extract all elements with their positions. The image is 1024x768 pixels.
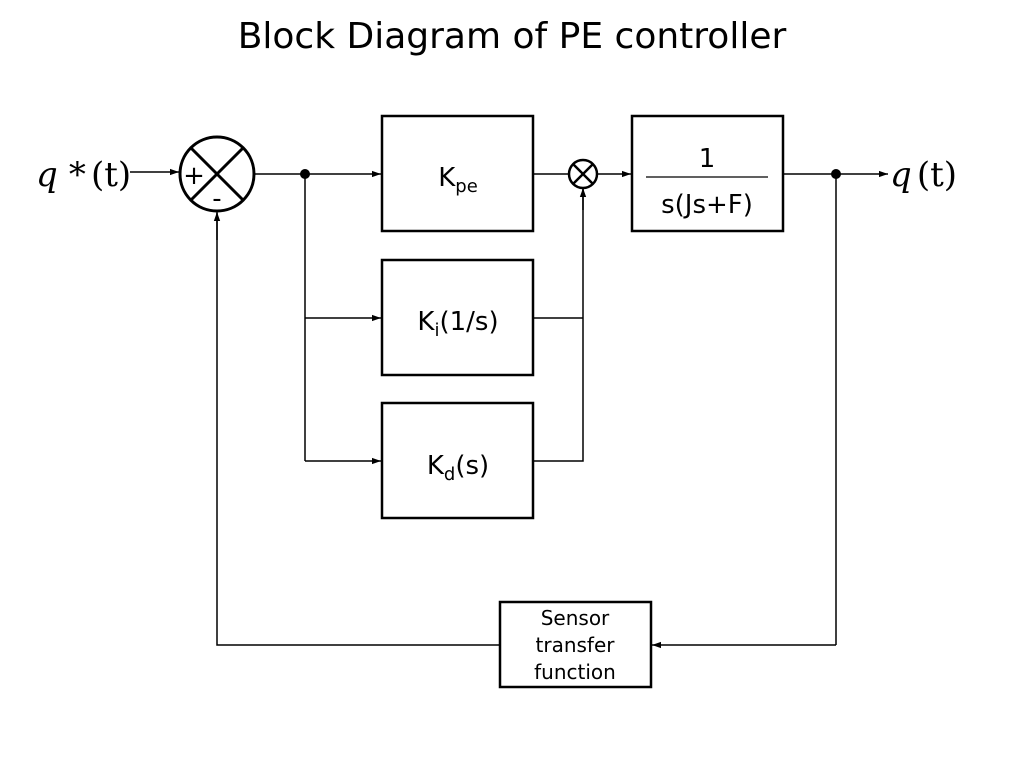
input-signal-argument: (t) (91, 155, 131, 195)
ki-block: Ki(1/s) (380, 258, 535, 377)
pid-summing-node (567, 158, 599, 190)
kpe-block: Kpe (380, 114, 535, 233)
summing-plus-sign: + (183, 161, 205, 191)
branch-dot-output (831, 169, 841, 179)
sensor-block: Sensor transfer function (498, 600, 653, 689)
signal-wires (130, 168, 888, 649)
wire-kd-out (533, 189, 584, 462)
summing-minus-sign: - (212, 184, 221, 214)
sensor-label-line-2: transfer (536, 633, 616, 657)
branch-dot-error (300, 169, 310, 179)
kpe-label: Kpe (438, 163, 478, 197)
page-title: Block Diagram of PE controller (238, 16, 787, 57)
ki-label: Ki(1/s) (417, 307, 498, 341)
wire-sensor-out (216, 213, 500, 646)
plant-block: 1 s(Js+F) (630, 114, 785, 233)
output-signal-symbol: q (890, 155, 912, 195)
kd-block: Kd(s) (380, 401, 535, 520)
plant-numerator: 1 (699, 144, 716, 174)
sensor-label-line-1: Sensor (541, 606, 610, 630)
kd-label: Kd(s) (427, 451, 489, 485)
sensor-label-line-3: function (534, 660, 616, 684)
input-signal-symbol: q (36, 155, 58, 195)
plant-denominator: s(Js+F) (661, 190, 753, 220)
input-signal-label: q * (t) (36, 155, 131, 195)
output-signal-label: q (t) (890, 155, 957, 195)
input-signal-operator: * (69, 155, 86, 195)
summing-junction: + - (178, 135, 256, 214)
output-signal-argument: (t) (917, 155, 957, 195)
